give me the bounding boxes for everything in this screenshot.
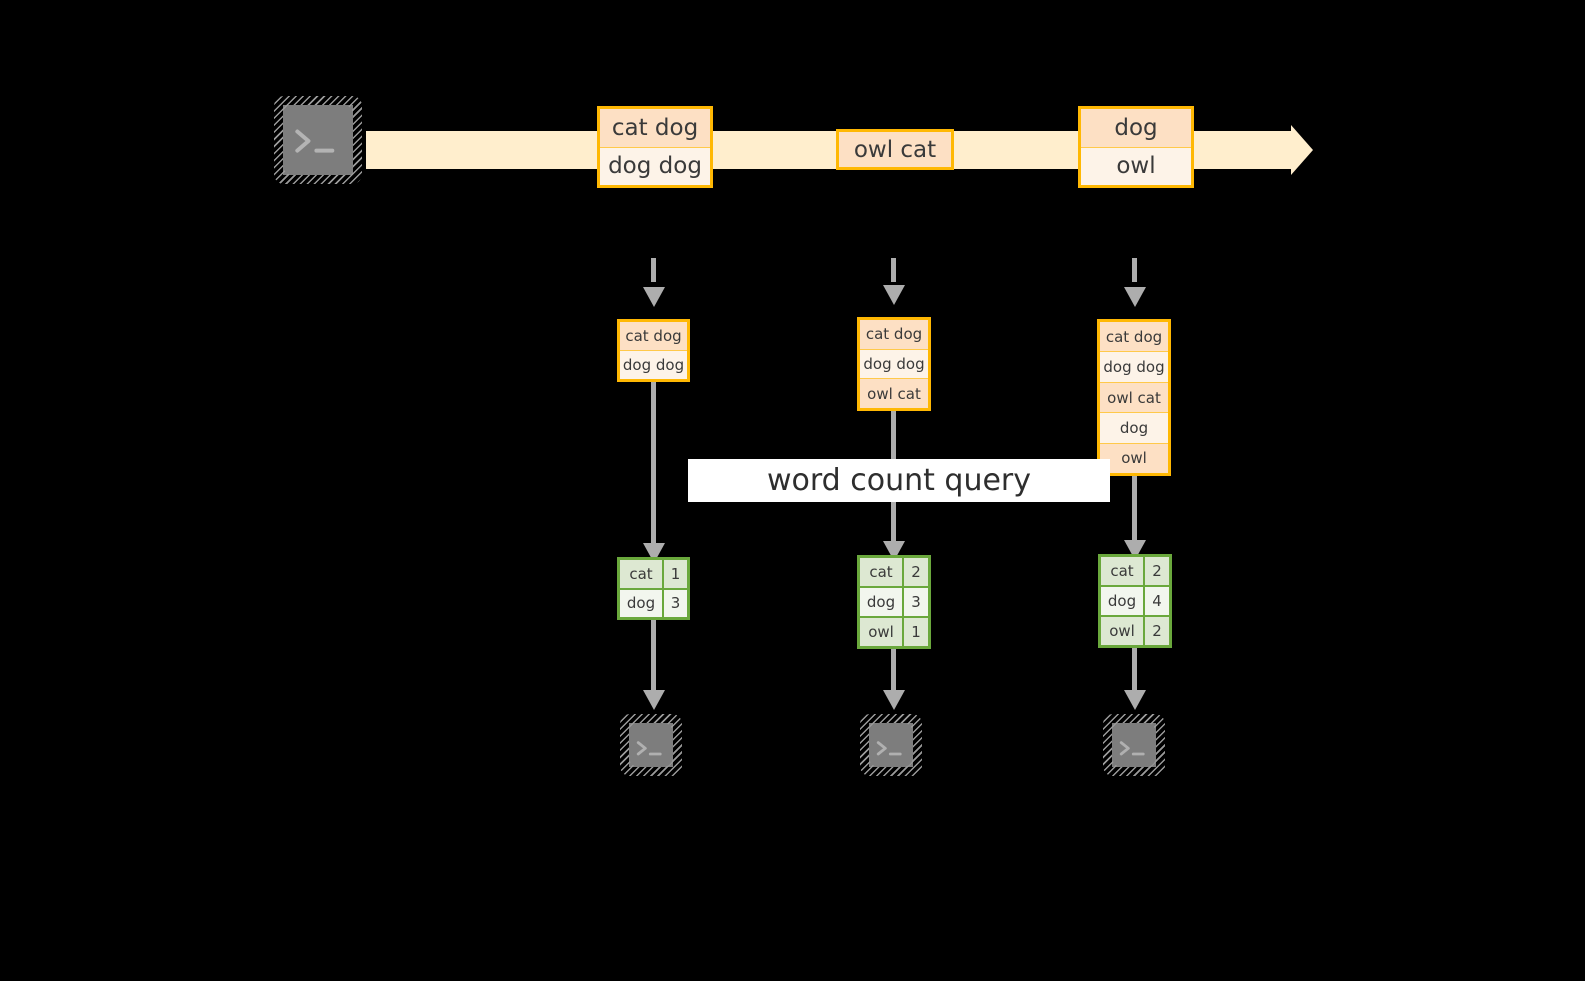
stream-to-snapshot-arrowhead-2 (883, 285, 905, 305)
result-word: owl (1101, 617, 1145, 645)
terminal-body (869, 723, 913, 767)
table-row: cat 2 (860, 558, 928, 588)
snapshot-record: cat dog (1100, 322, 1168, 353)
table-row: cat 1 (620, 560, 687, 590)
result-count: 3 (904, 588, 928, 616)
table-row: dog 4 (1101, 587, 1169, 617)
result-to-sink-line-3 (1132, 648, 1137, 692)
terminal-body (283, 105, 353, 175)
snapshot-record: cat dog (860, 320, 928, 350)
snapshot-record: dog dog (860, 349, 928, 380)
stream-to-snapshot-arrowhead-3 (1124, 287, 1146, 307)
snapshot-to-result-line-1 (651, 382, 656, 547)
sink-terminal-icon-3[interactable] (1103, 714, 1165, 776)
query-label: word count query (688, 459, 1110, 502)
stream-record-group-2[interactable]: owl cat (836, 129, 954, 170)
result-count: 2 (904, 558, 928, 586)
result-word: cat (1101, 557, 1145, 585)
result-to-sink-line-2 (891, 649, 896, 693)
snapshot-record: owl cat (860, 379, 928, 409)
table-row: dog 3 (620, 589, 687, 617)
result-count: 3 (664, 589, 687, 617)
terminal-body (1112, 723, 1156, 767)
result-to-sink-arrowhead-3 (1124, 690, 1146, 710)
stream-record-group-3[interactable]: dog owl (1078, 106, 1194, 188)
stream-record: owl cat (839, 132, 951, 167)
table-row: cat 2 (1101, 557, 1169, 587)
terminal-prompt-glyph (869, 723, 913, 767)
stream-record: dog dog (600, 147, 710, 185)
snapshot-record: dog dog (1100, 352, 1168, 383)
snapshot-table-2[interactable]: cat dog dog dog owl cat (857, 317, 931, 411)
snapshot-table-3[interactable]: cat dog dog dog owl cat dog owl (1097, 319, 1171, 476)
stream-record: cat dog (600, 109, 710, 148)
source-terminal-icon[interactable] (274, 96, 362, 184)
terminal-prompt-glyph (629, 723, 673, 767)
table-row: owl 2 (1101, 617, 1169, 645)
stream-record-group-1[interactable]: cat dog dog dog (597, 106, 713, 188)
query-label-text: word count query (766, 463, 1032, 498)
snapshot-record: dog dog (620, 351, 687, 379)
result-count: 4 (1145, 587, 1169, 615)
snapshot-record: cat dog (620, 322, 687, 351)
stream-record: owl (1081, 147, 1191, 185)
snapshot-record: dog (1100, 413, 1168, 444)
stream-to-snapshot-dash-3 (1132, 258, 1137, 282)
result-count: 1 (904, 618, 928, 646)
terminal-prompt-glyph (283, 105, 353, 175)
result-to-sink-arrowhead-2 (883, 690, 905, 710)
result-table-3[interactable]: cat 2 dog 4 owl 2 (1098, 554, 1172, 648)
stream-to-snapshot-arrowhead-1 (643, 287, 665, 307)
table-row: dog 3 (860, 588, 928, 618)
stream-to-snapshot-dash-2 (891, 258, 896, 282)
result-word: dog (620, 589, 664, 617)
stream-record: dog (1081, 109, 1191, 148)
terminal-prompt-glyph (1112, 723, 1156, 767)
result-word: dog (860, 588, 904, 616)
result-table-2[interactable]: cat 2 dog 3 owl 1 (857, 555, 931, 649)
sink-terminal-icon-2[interactable] (860, 714, 922, 776)
snapshot-to-result-line-3 (1132, 476, 1137, 547)
snapshot-table-1[interactable]: cat dog dog dog (617, 319, 690, 382)
result-table-1[interactable]: cat 1 dog 3 (617, 557, 690, 620)
result-word: cat (620, 560, 664, 588)
stream-to-snapshot-dash-1 (651, 258, 656, 282)
result-word: dog (1101, 587, 1145, 615)
result-count: 1 (664, 560, 687, 588)
table-row: owl 1 (860, 618, 928, 646)
result-word: owl (860, 618, 904, 646)
snapshot-record: owl (1100, 443, 1168, 474)
terminal-body (629, 723, 673, 767)
stream-arrow-head (1291, 125, 1313, 175)
result-to-sink-line-1 (651, 620, 656, 692)
result-to-sink-arrowhead-1 (643, 690, 665, 710)
snapshot-record: owl cat (1100, 382, 1168, 414)
result-count: 2 (1145, 557, 1169, 585)
sink-terminal-icon-1[interactable] (620, 714, 682, 776)
result-word: cat (860, 558, 904, 586)
result-count: 2 (1145, 617, 1169, 645)
